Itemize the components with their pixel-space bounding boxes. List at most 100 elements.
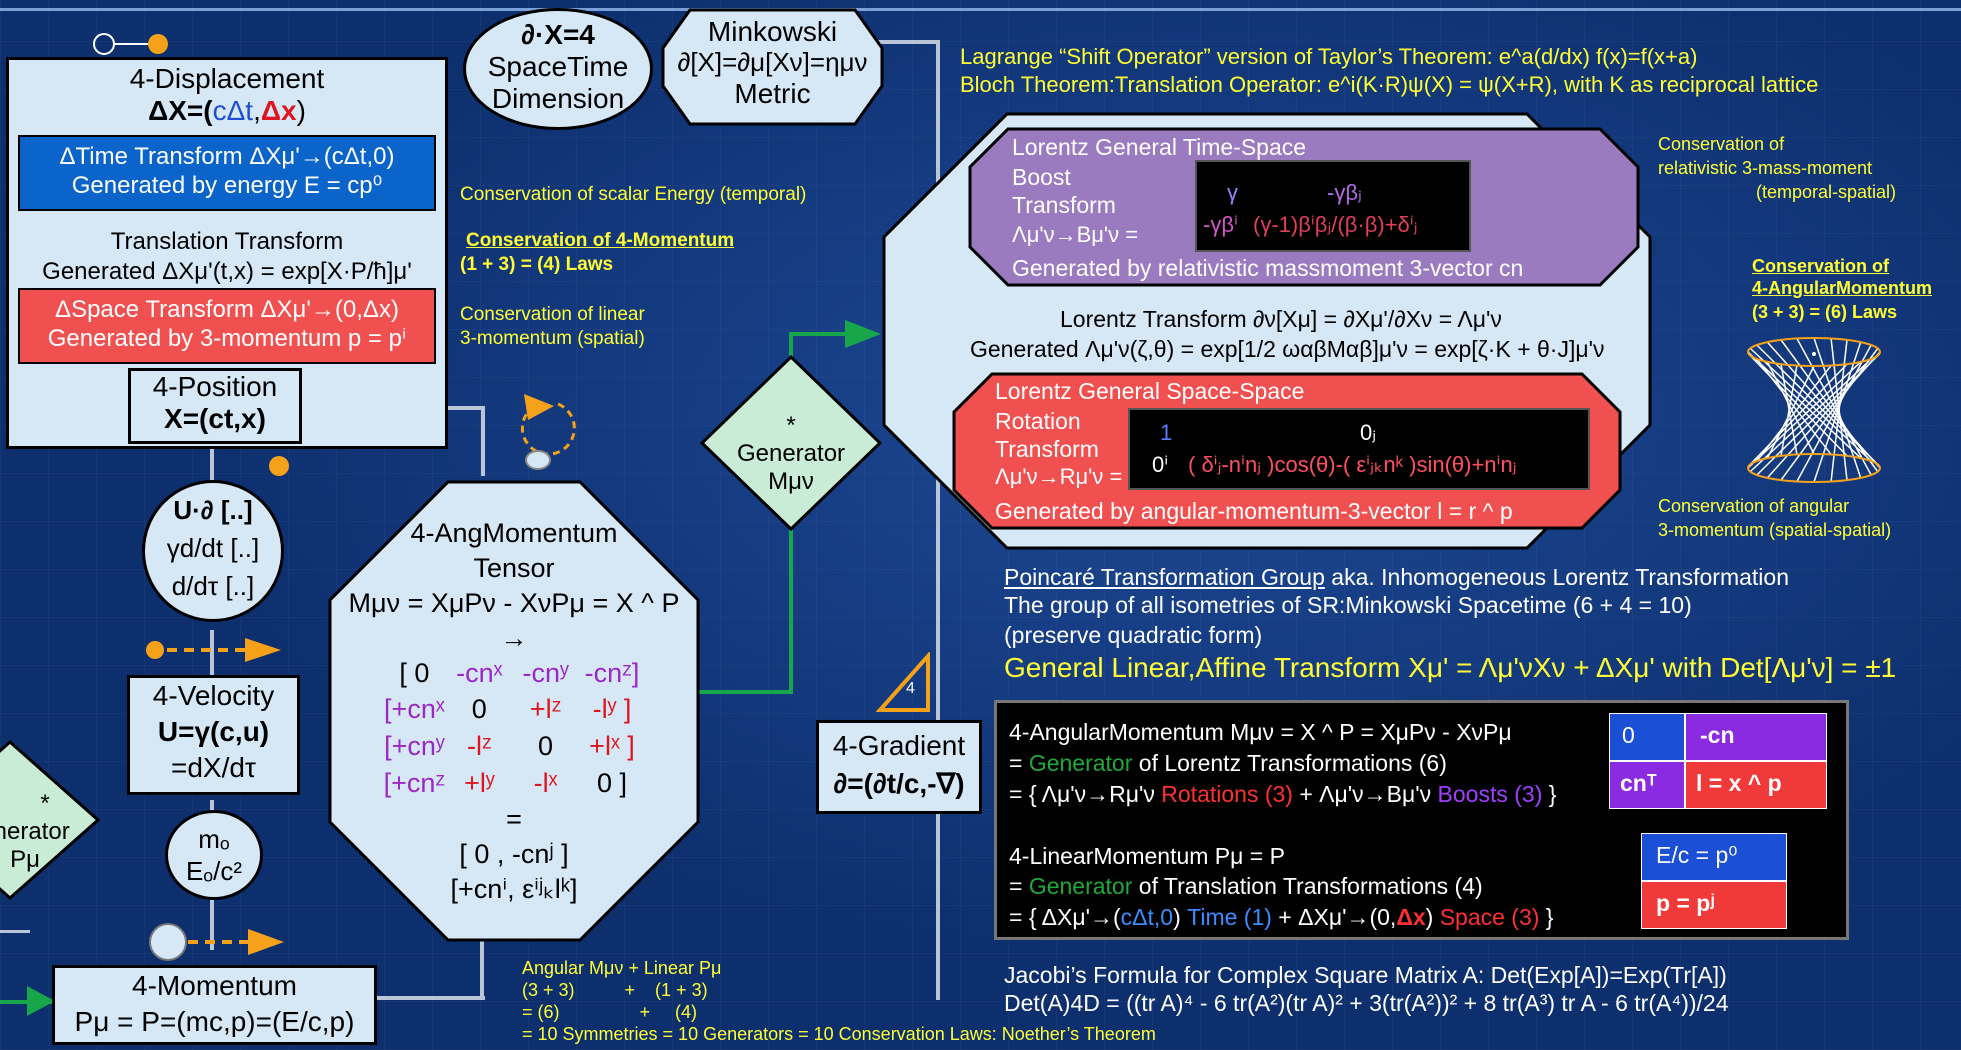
boost-matrix: γ -γβⱼ -γβⁱ (γ-1)βⁱβⱼ/(β·β)+δⁱⱼ [1195,160,1471,252]
boost-m21: -γβⁱ [1203,212,1238,237]
mass-line2: Eₒ/c² [185,856,243,886]
gen-text: } [1539,904,1554,930]
poincare-title: Poincaré Transformation Group [1004,564,1325,590]
rotation-m11: 1 [1160,420,1173,445]
generator-star: * [786,412,796,439]
time-transform-line1: ΔTime Transform ΔXμ'→(cΔt,0) [59,143,395,170]
hyperboloid-icon [1747,337,1881,483]
derivatives-line2: γd/dt [..] [166,533,260,563]
left-generator-line1: enerator [0,818,70,845]
derivatives-ellipse: U·∂ [..] γd/dt [..] d/dτ [..] [142,480,284,622]
angmom-text: 4-AngMomentum Tensor Mμν = XμPν - XνPμ =… [328,516,700,907]
connector [481,406,485,476]
position-title: 4-Position [152,371,278,402]
mass-ellipse: mₒ Eₒ/c² [165,810,263,900]
matrix-cell: -lˣ [533,768,558,798]
poincare-subtitle: aka. Inhomogeneous Lorentz Transformatio… [1324,564,1790,590]
translation-line1: Translation Transform [110,228,344,255]
dashed-arrow-icon [146,638,281,662]
m-matrix-bl: cnᵀ [1609,761,1685,809]
matrix-cell: +lʸ [464,768,495,798]
angmom-equals: = [506,804,522,834]
conservation-momentum-title: Conservation of 4-Momentum [466,230,735,251]
triangle-4-icon [876,652,930,712]
hyperboloid-rim [1747,337,1881,367]
green-connector [789,332,849,336]
conservation-energy: Conservation of scalar Energy (temporal) [460,184,807,205]
matrix-cell: 0 [538,731,554,761]
position-box: 4-Position X=(ct,x) [128,368,302,444]
p-vector-top: E/c = p⁰ [1641,833,1787,881]
gen-red-text: Rotations (3) [1161,781,1293,807]
gen-purple-text: Boosts (3) [1437,781,1543,807]
matrix-cell: 0 ] [596,768,628,798]
matrix-cell: 0 [471,694,487,724]
formula-time: cΔt [212,95,254,126]
rotation-title: Lorentz General Space-Space [995,378,1305,404]
generator-line1: Generator [736,440,846,467]
conservation-massmoment2: relativistic 3-mass-moment [1658,158,1873,178]
hyperboloid-line [1749,347,1872,462]
hyperboloid-rim [1747,453,1881,483]
translation-line2: Generated ΔXμ'(t,x) = exp[X·P/ħ]μ' [42,258,412,285]
matrix-cell: [+cnʸ [384,731,445,761]
left-generator-diamond [0,740,100,900]
connector [210,440,214,500]
rotation-m21: 0ⁱ [1152,452,1169,477]
gen-green-text: Generator [1028,750,1133,776]
angmom-line3: Mμν = XμPν - XνPμ = X ^ P [348,588,680,618]
matrix-cell: -cnᶻ] [584,658,640,688]
generator-text: * Generator Mμν [700,412,882,496]
rotation-m12: 0ⱼ [1360,420,1377,445]
boost-m12: -γβⱼ [1327,180,1362,205]
angmom-block1: [ 0 , -cnʲ ] [459,839,569,869]
hyperboloid-line [1813,341,1862,483]
rotation-label1: Rotation [995,408,1081,434]
gen-text: = [1009,750,1029,776]
momentum-formula: Pμ = P=(mc,p)=(E/c,p) [74,1006,355,1037]
jacobi-line2: Det(A)4D = ((tr A)⁴ - 6 tr(A²)(tr A)² + … [1004,990,1729,1016]
matrix-row: [ 0 -cnˣ -cnʸ -cnᶻ] [383,656,646,691]
angmom-octagon [328,480,700,942]
formula-sep: , [253,95,261,126]
minkowski-line3: Metric [734,78,811,109]
m-matrix-tl: 0 [1609,713,1685,761]
spacetime-line1: ∂·X=4 [521,19,595,50]
velocity-line1: U=γ(c,u) [157,716,270,747]
boost-footer: Generated by relativistic massmoment 3-v… [1012,255,1524,281]
m-matrix-br: l = x ^ p [1685,761,1827,809]
conservation-angmom-title1: Conservation of [1752,256,1890,276]
green-connector [683,690,793,694]
velocity-box: 4-Velocity U=γ(c,u) =dX/dτ [127,675,300,795]
angmom-line2: Tensor [473,553,555,583]
matrix-cell: +lᶻ [529,694,562,724]
momentum-box: 4-Momentum Pμ = P=(mc,p)=(E/c,p) [52,965,377,1045]
matrix-cell: -lᶻ [466,731,492,761]
symmetries-line2: (3 + 3) + (1 + 3) [522,980,708,1000]
gen-red-text: Δx [1396,904,1426,930]
boost-title: Lorentz General Time-Space [1012,134,1307,160]
velocity-line2: =dX/dτ [170,752,256,783]
derivatives-line3: d/dτ [..] [171,571,255,601]
formula-space: Δx [260,95,297,126]
space-transform-line1: ΔSpace Transform ΔXμ'→(0,Δx) [55,296,399,323]
hyperboloid-center [1812,352,1816,356]
minkowski-line1: Minkowski [707,16,838,47]
gen-text: = { Λμ'ν→Rμ'ν [1009,781,1162,807]
angmom-line1: 4-AngMomentum [410,518,618,548]
matrix-cell: -lʸ ] [592,694,632,724]
linmom-generator-line2: = Generator of Translation Transformatio… [1009,871,1483,902]
minkowski-text: Minkowski ∂[X]=∂μ[Xν]=ημν Metric [660,16,885,109]
connector [375,996,485,1000]
time-transform-line2: Generated by energy E = cp⁰ [71,172,383,199]
taylor-line2: Bloch Theorem:Translation Operator: e^i(… [960,72,1819,97]
conservation-linear2: 3-momentum (spatial) [460,328,645,349]
dashed-arrow-icon [149,923,284,961]
spacetime-line2: SpaceTime [487,51,629,82]
left-generator-text: * enerator Pμ [0,790,80,874]
rotation-label3: Λμ'ν→Rμ'ν = [995,464,1123,489]
m-matrix-tr: -cn [1685,713,1827,761]
gen-text: } [1542,781,1557,807]
gen-red-text: Space (3) [1439,904,1540,930]
angmom-generator-line3: = { Λμ'ν→Rμ'ν Rotations (3) + Λμ'ν→Bμ'ν … [1009,779,1556,810]
